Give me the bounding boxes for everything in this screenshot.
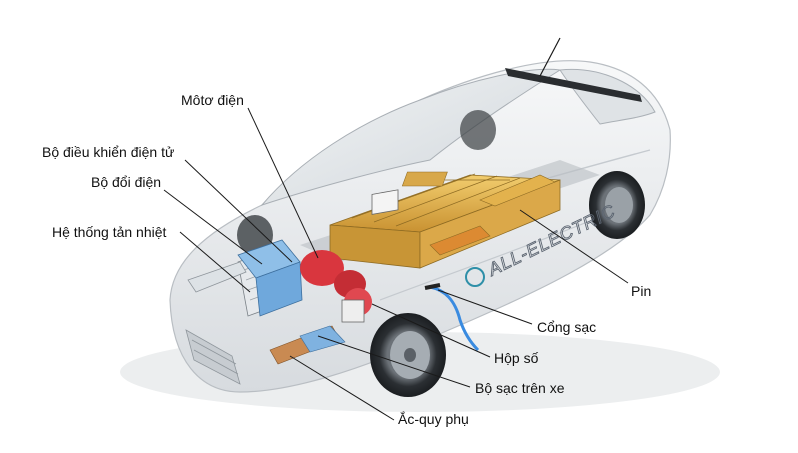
label-motor: Môtơ điện [181,92,244,108]
onboard-charger [299,325,346,353]
label-inverter: Bộ đổi điện [91,174,162,190]
label-battery: Pin [631,283,652,299]
label-aux-battery: Ắc-quy phụ [398,411,469,427]
rear-window [559,68,656,125]
grille [185,329,241,385]
label-controller: Bộ điều khiển điện tử [42,144,175,160]
label-charge-port: Cổng sạc [537,319,597,335]
label-gearbox: Hộp số [494,350,539,366]
label-cooling: Hệ thống tản nhiệt [52,224,167,240]
leader-lines [163,107,629,421]
controller-box [341,299,365,323]
roof-spoiler [505,68,642,102]
inverter [237,239,303,317]
antenna [539,37,561,77]
gearbox-housing [371,189,399,215]
label-onboard-charger: Bộ sạc trên xe [475,380,565,396]
battery-pack [329,171,561,269]
